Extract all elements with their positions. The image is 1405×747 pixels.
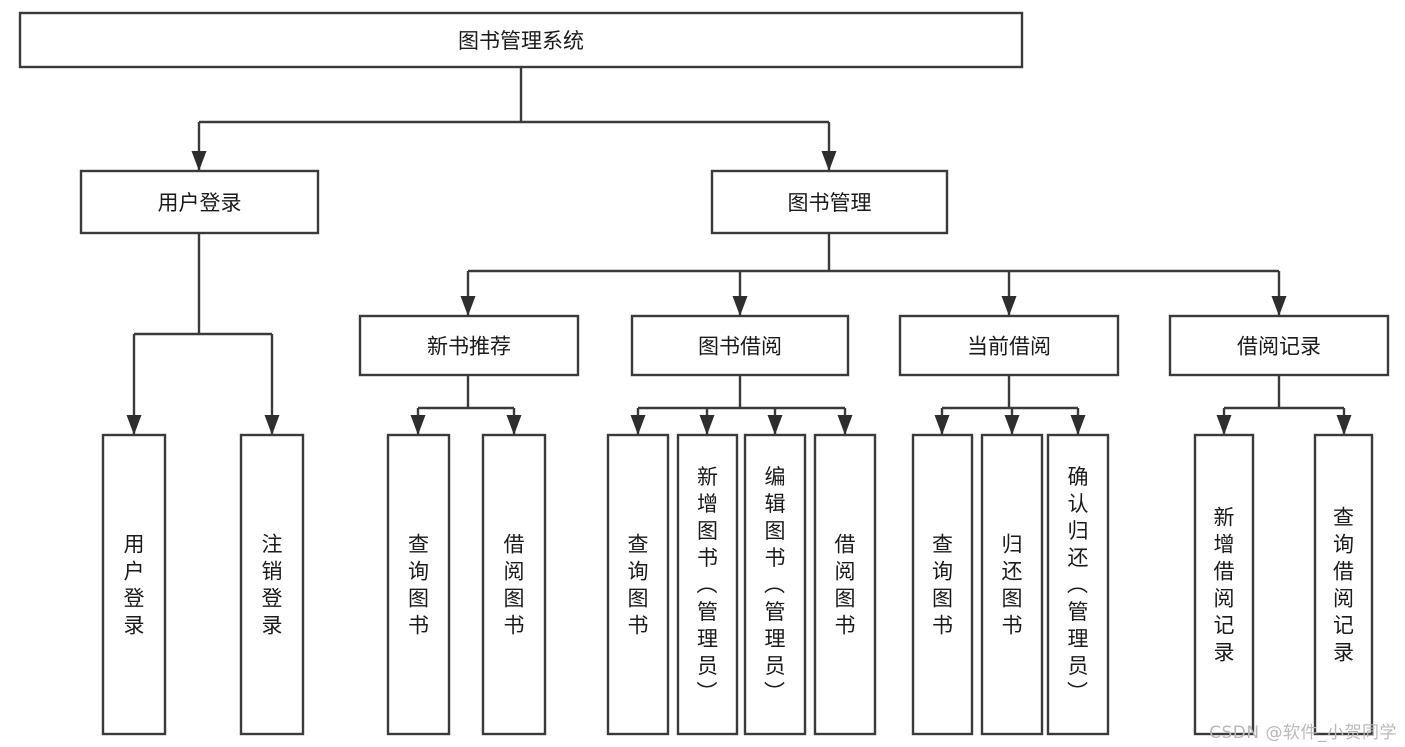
arrow-head-icon xyxy=(1271,296,1287,316)
node-leaf-query-book-current[interactable]: 查询图书 xyxy=(911,433,974,736)
node-label-leaf-query-book-rec: 查询图书 xyxy=(408,533,429,638)
node-label-leaf-logout: 注销登录 xyxy=(262,533,283,638)
node-label-leaf-add-record: 新增借阅记录 xyxy=(1214,506,1235,665)
node-label-book-manage: 图书管理 xyxy=(788,191,872,215)
node-leaf-logout[interactable]: 注销登录 xyxy=(239,433,305,736)
node-label-leaf-add-book: 新增图书（管理员） xyxy=(697,465,719,705)
arrow-head-icon xyxy=(699,415,715,435)
node-box-leaf-add-record[interactable] xyxy=(1193,433,1255,736)
node-label-root: 图书管理系统 xyxy=(458,29,584,53)
node-leaf-user-login[interactable]: 用户登录 xyxy=(101,433,167,736)
node-leaf-add-book[interactable]: 新增图书（管理员） xyxy=(676,433,739,736)
arrow-head-icon xyxy=(126,415,142,435)
node-box-borrow-record[interactable] xyxy=(1168,314,1390,377)
node-leaf-add-record[interactable]: 新增借阅记录 xyxy=(1193,433,1255,736)
node-label-borrow-record: 借阅记录 xyxy=(1237,335,1321,359)
node-box-current-borrow[interactable] xyxy=(898,314,1120,377)
node-box-leaf-borrow-book[interactable] xyxy=(813,433,877,736)
node-box-root[interactable] xyxy=(18,11,1024,69)
nodes-layer: 图书管理系统用户登录图书管理新书推荐图书借阅当前借阅借阅记录用户登录注销登录查询… xyxy=(18,11,1390,736)
node-leaf-query-record[interactable]: 查询借阅记录 xyxy=(1313,433,1374,736)
node-book-manage[interactable]: 图书管理 xyxy=(710,169,949,235)
node-box-user-login[interactable] xyxy=(79,169,320,235)
arrow-head-icon xyxy=(732,296,748,316)
arrow-head-icon xyxy=(1001,296,1017,316)
node-box-leaf-user-login[interactable] xyxy=(101,433,167,736)
node-leaf-edit-book[interactable]: 编辑图书（管理员） xyxy=(743,433,807,736)
node-label-book-borrow: 图书借阅 xyxy=(698,335,782,359)
arrow-head-icon xyxy=(460,296,476,316)
node-label-leaf-query-book-borrow: 查询图书 xyxy=(628,533,649,638)
arrow-head-icon xyxy=(821,151,837,171)
arrow-head-icon xyxy=(1070,415,1086,435)
node-box-leaf-query-record[interactable] xyxy=(1313,433,1374,736)
arrow-head-icon xyxy=(410,415,426,435)
node-box-book-manage[interactable] xyxy=(710,169,949,235)
node-label-user-login: 用户登录 xyxy=(158,191,242,215)
arrow-head-icon xyxy=(506,415,522,435)
node-book-borrow[interactable]: 图书借阅 xyxy=(630,314,850,377)
arrow-head-icon xyxy=(191,151,207,171)
arrow-head-icon xyxy=(934,415,950,435)
node-box-leaf-query-book-borrow[interactable] xyxy=(606,433,670,736)
arrow-head-icon xyxy=(1004,415,1020,435)
node-user-login[interactable]: 用户登录 xyxy=(79,169,320,235)
node-leaf-borrow-book-rec[interactable]: 借阅图书 xyxy=(481,433,547,736)
node-box-leaf-borrow-book-rec[interactable] xyxy=(481,433,547,736)
node-box-leaf-query-book-rec[interactable] xyxy=(386,433,451,736)
node-box-new-book-recommend[interactable] xyxy=(358,314,580,377)
arrow-head-icon xyxy=(767,415,783,435)
node-label-new-book-recommend: 新书推荐 xyxy=(427,335,511,359)
node-box-leaf-add-book[interactable] xyxy=(676,433,739,736)
csdn-watermark: CSDN @软件_小贺同学 xyxy=(1209,723,1397,743)
arrowheads-layer xyxy=(126,151,1352,435)
node-label-leaf-borrow-book-rec: 借阅图书 xyxy=(504,533,525,638)
node-box-leaf-confirm-return[interactable] xyxy=(1046,433,1110,736)
node-leaf-confirm-return[interactable]: 确认归还（管理员） xyxy=(1046,433,1110,736)
node-box-leaf-query-book-current[interactable] xyxy=(911,433,974,736)
node-box-leaf-logout[interactable] xyxy=(239,433,305,736)
node-leaf-query-book-borrow[interactable]: 查询图书 xyxy=(606,433,670,736)
arrow-head-icon xyxy=(264,415,280,435)
node-leaf-query-book-rec[interactable]: 查询图书 xyxy=(386,433,451,736)
node-box-leaf-return-book[interactable] xyxy=(980,433,1044,736)
node-leaf-return-book[interactable]: 归还图书 xyxy=(980,433,1044,736)
node-label-leaf-edit-book: 编辑图书（管理员） xyxy=(764,465,786,705)
node-label-leaf-borrow-book: 借阅图书 xyxy=(835,533,856,638)
node-box-leaf-edit-book[interactable] xyxy=(743,433,807,736)
node-new-book-recommend[interactable]: 新书推荐 xyxy=(358,314,580,377)
node-current-borrow[interactable]: 当前借阅 xyxy=(898,314,1120,377)
connectors-layer xyxy=(132,67,1346,434)
node-label-leaf-return-book: 归还图书 xyxy=(1002,533,1023,638)
node-borrow-record[interactable]: 借阅记录 xyxy=(1168,314,1390,377)
node-root[interactable]: 图书管理系统 xyxy=(18,11,1024,69)
arrow-head-icon xyxy=(837,415,853,435)
node-label-current-borrow: 当前借阅 xyxy=(967,335,1051,359)
node-label-leaf-confirm-return: 确认归还（管理员） xyxy=(1067,465,1089,705)
node-label-leaf-user-login: 用户登录 xyxy=(124,533,145,638)
node-leaf-borrow-book[interactable]: 借阅图书 xyxy=(813,433,877,736)
arrow-head-icon xyxy=(630,415,646,435)
arrow-head-icon xyxy=(1336,415,1352,435)
node-label-leaf-query-book-current: 查询图书 xyxy=(932,533,953,638)
node-box-book-borrow[interactable] xyxy=(630,314,850,377)
node-label-leaf-query-record: 查询借阅记录 xyxy=(1333,506,1354,665)
arrow-head-icon xyxy=(1216,415,1232,435)
